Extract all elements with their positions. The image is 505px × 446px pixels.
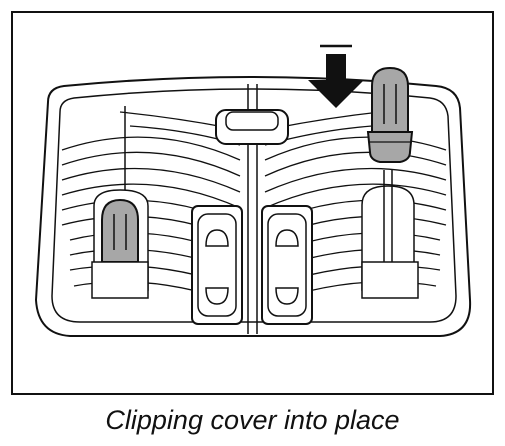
press-arrow-icon (308, 44, 364, 108)
clip-tab (215, 109, 289, 145)
light-bulb-right (366, 66, 414, 163)
bulb-socket-right (361, 170, 419, 299)
figure-caption: Clipping cover into place (105, 405, 400, 435)
switch-left (191, 205, 243, 325)
light-bulb-left (91, 189, 149, 299)
figure-frame (11, 11, 494, 395)
switch-right (261, 205, 313, 325)
